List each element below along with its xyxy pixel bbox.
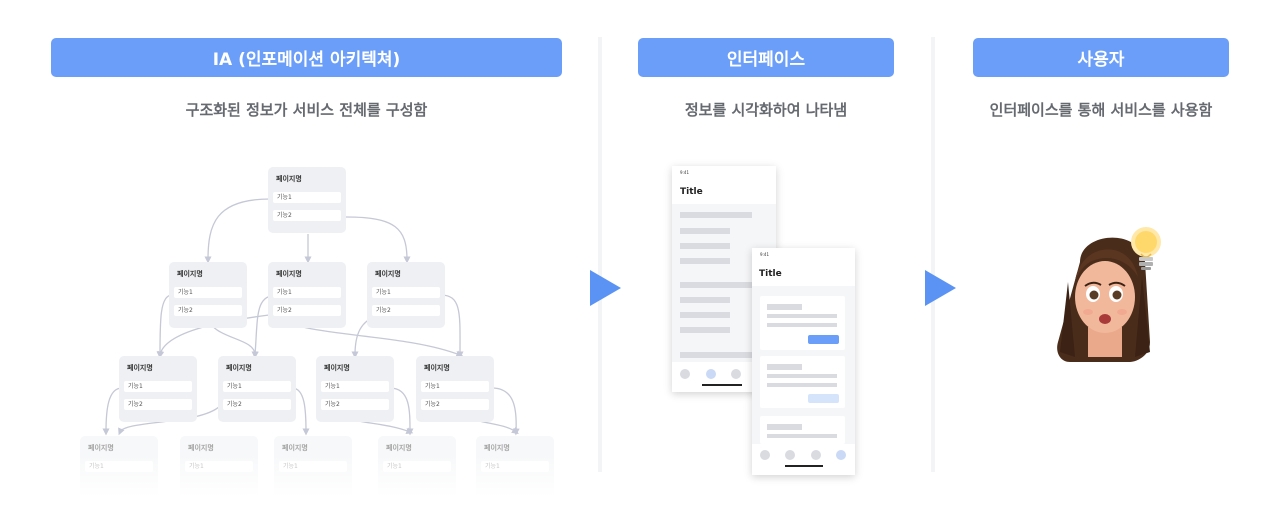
page-name: 페이지명 bbox=[188, 443, 253, 454]
feature-1: 기능1 bbox=[273, 287, 341, 298]
content-bar bbox=[767, 374, 837, 378]
feature-2: 기능2 bbox=[321, 399, 389, 410]
feature-2: 기능2 bbox=[273, 210, 341, 221]
page-name: 페이지명 bbox=[127, 363, 192, 374]
content-bar bbox=[680, 282, 752, 288]
page-name: 페이지명 bbox=[226, 363, 291, 374]
feature-1: 기능1 bbox=[174, 287, 242, 298]
ia-page-card: 페이지명 기능1 기능2 bbox=[416, 356, 494, 422]
connector bbox=[492, 388, 516, 432]
ia-page-card: 페이지명 기능1 기능2 bbox=[316, 356, 394, 422]
page-name: 페이지명 bbox=[276, 269, 341, 280]
content-bar bbox=[680, 258, 730, 264]
page-name: 페이지명 bbox=[375, 269, 440, 280]
tab-dot bbox=[680, 369, 690, 379]
content-bar bbox=[767, 323, 837, 327]
ia-page-card: 페이지명 기능1 기능2 bbox=[218, 356, 296, 422]
feature-2: 기능2 bbox=[124, 399, 192, 410]
content-card bbox=[760, 416, 845, 444]
page-name: 페이지명 bbox=[324, 363, 389, 374]
feature-2: 기능2 bbox=[223, 399, 291, 410]
content-bar bbox=[680, 312, 730, 318]
feature-2: 기능2 bbox=[273, 305, 341, 316]
content-bar bbox=[680, 228, 730, 234]
tab-dot bbox=[785, 450, 795, 460]
connector bbox=[208, 199, 270, 260]
page-name: 페이지명 bbox=[282, 443, 347, 454]
page-name: 페이지명 bbox=[386, 443, 451, 454]
page-name: 페이지명 bbox=[88, 443, 153, 454]
page-name: 페이지명 bbox=[177, 269, 242, 280]
card-button bbox=[808, 394, 839, 403]
ia-page-card: 페이지명 기능1 기능2 bbox=[367, 262, 445, 328]
tab-dot-active bbox=[836, 450, 846, 460]
content-bar bbox=[680, 297, 730, 303]
feature-1: 기능1 bbox=[223, 381, 291, 392]
feature-2: 기능2 bbox=[372, 305, 440, 316]
content-bar bbox=[680, 212, 752, 218]
content-bar bbox=[767, 434, 837, 438]
content-bar bbox=[767, 314, 837, 318]
page-name: 페이지명 bbox=[484, 443, 549, 454]
content-bar bbox=[767, 364, 802, 370]
tab-indicator bbox=[785, 465, 823, 467]
feature-2: 기능2 bbox=[174, 305, 242, 316]
feature-1: 기능1 bbox=[273, 192, 341, 203]
content-bar bbox=[680, 327, 730, 333]
tree-fade bbox=[60, 455, 580, 515]
content-bar bbox=[680, 243, 730, 249]
tab-dot bbox=[811, 450, 821, 460]
screen-title: Title bbox=[680, 187, 703, 197]
ia-page-card: 페이지명 기능1 기능2 bbox=[268, 167, 346, 233]
phone-mockup-front: 9:41 Title bbox=[752, 248, 855, 475]
page-name: 페이지명 bbox=[276, 174, 341, 185]
content-bar bbox=[767, 424, 802, 430]
card-button bbox=[808, 335, 839, 344]
feature-1: 기능1 bbox=[321, 381, 389, 392]
feature-1: 기능1 bbox=[124, 381, 192, 392]
content-bar bbox=[767, 383, 837, 387]
tab-dot bbox=[760, 450, 770, 460]
content-bar bbox=[680, 352, 752, 358]
status-time: 9:41 bbox=[760, 252, 769, 257]
tab-indicator bbox=[702, 384, 742, 386]
page-name: 페이지명 bbox=[424, 363, 489, 374]
tab-dot-active bbox=[706, 369, 716, 379]
content-card bbox=[760, 296, 845, 350]
screen-title: Title bbox=[759, 269, 782, 279]
status-time: 9:41 bbox=[680, 170, 689, 175]
feature-1: 기능1 bbox=[372, 287, 440, 298]
feature-2: 기능2 bbox=[421, 399, 489, 410]
ia-page-card: 페이지명 기능1 기능2 bbox=[268, 262, 346, 328]
lightbulb-icon bbox=[1128, 224, 1164, 276]
connector bbox=[346, 217, 407, 260]
content-card bbox=[760, 356, 845, 408]
ia-page-card: 페이지명 기능1 기능2 bbox=[169, 262, 247, 328]
feature-1: 기능1 bbox=[421, 381, 489, 392]
content-bar bbox=[767, 304, 802, 310]
tab-dot bbox=[731, 369, 741, 379]
ia-page-card: 페이지명 기능1 기능2 bbox=[119, 356, 197, 422]
